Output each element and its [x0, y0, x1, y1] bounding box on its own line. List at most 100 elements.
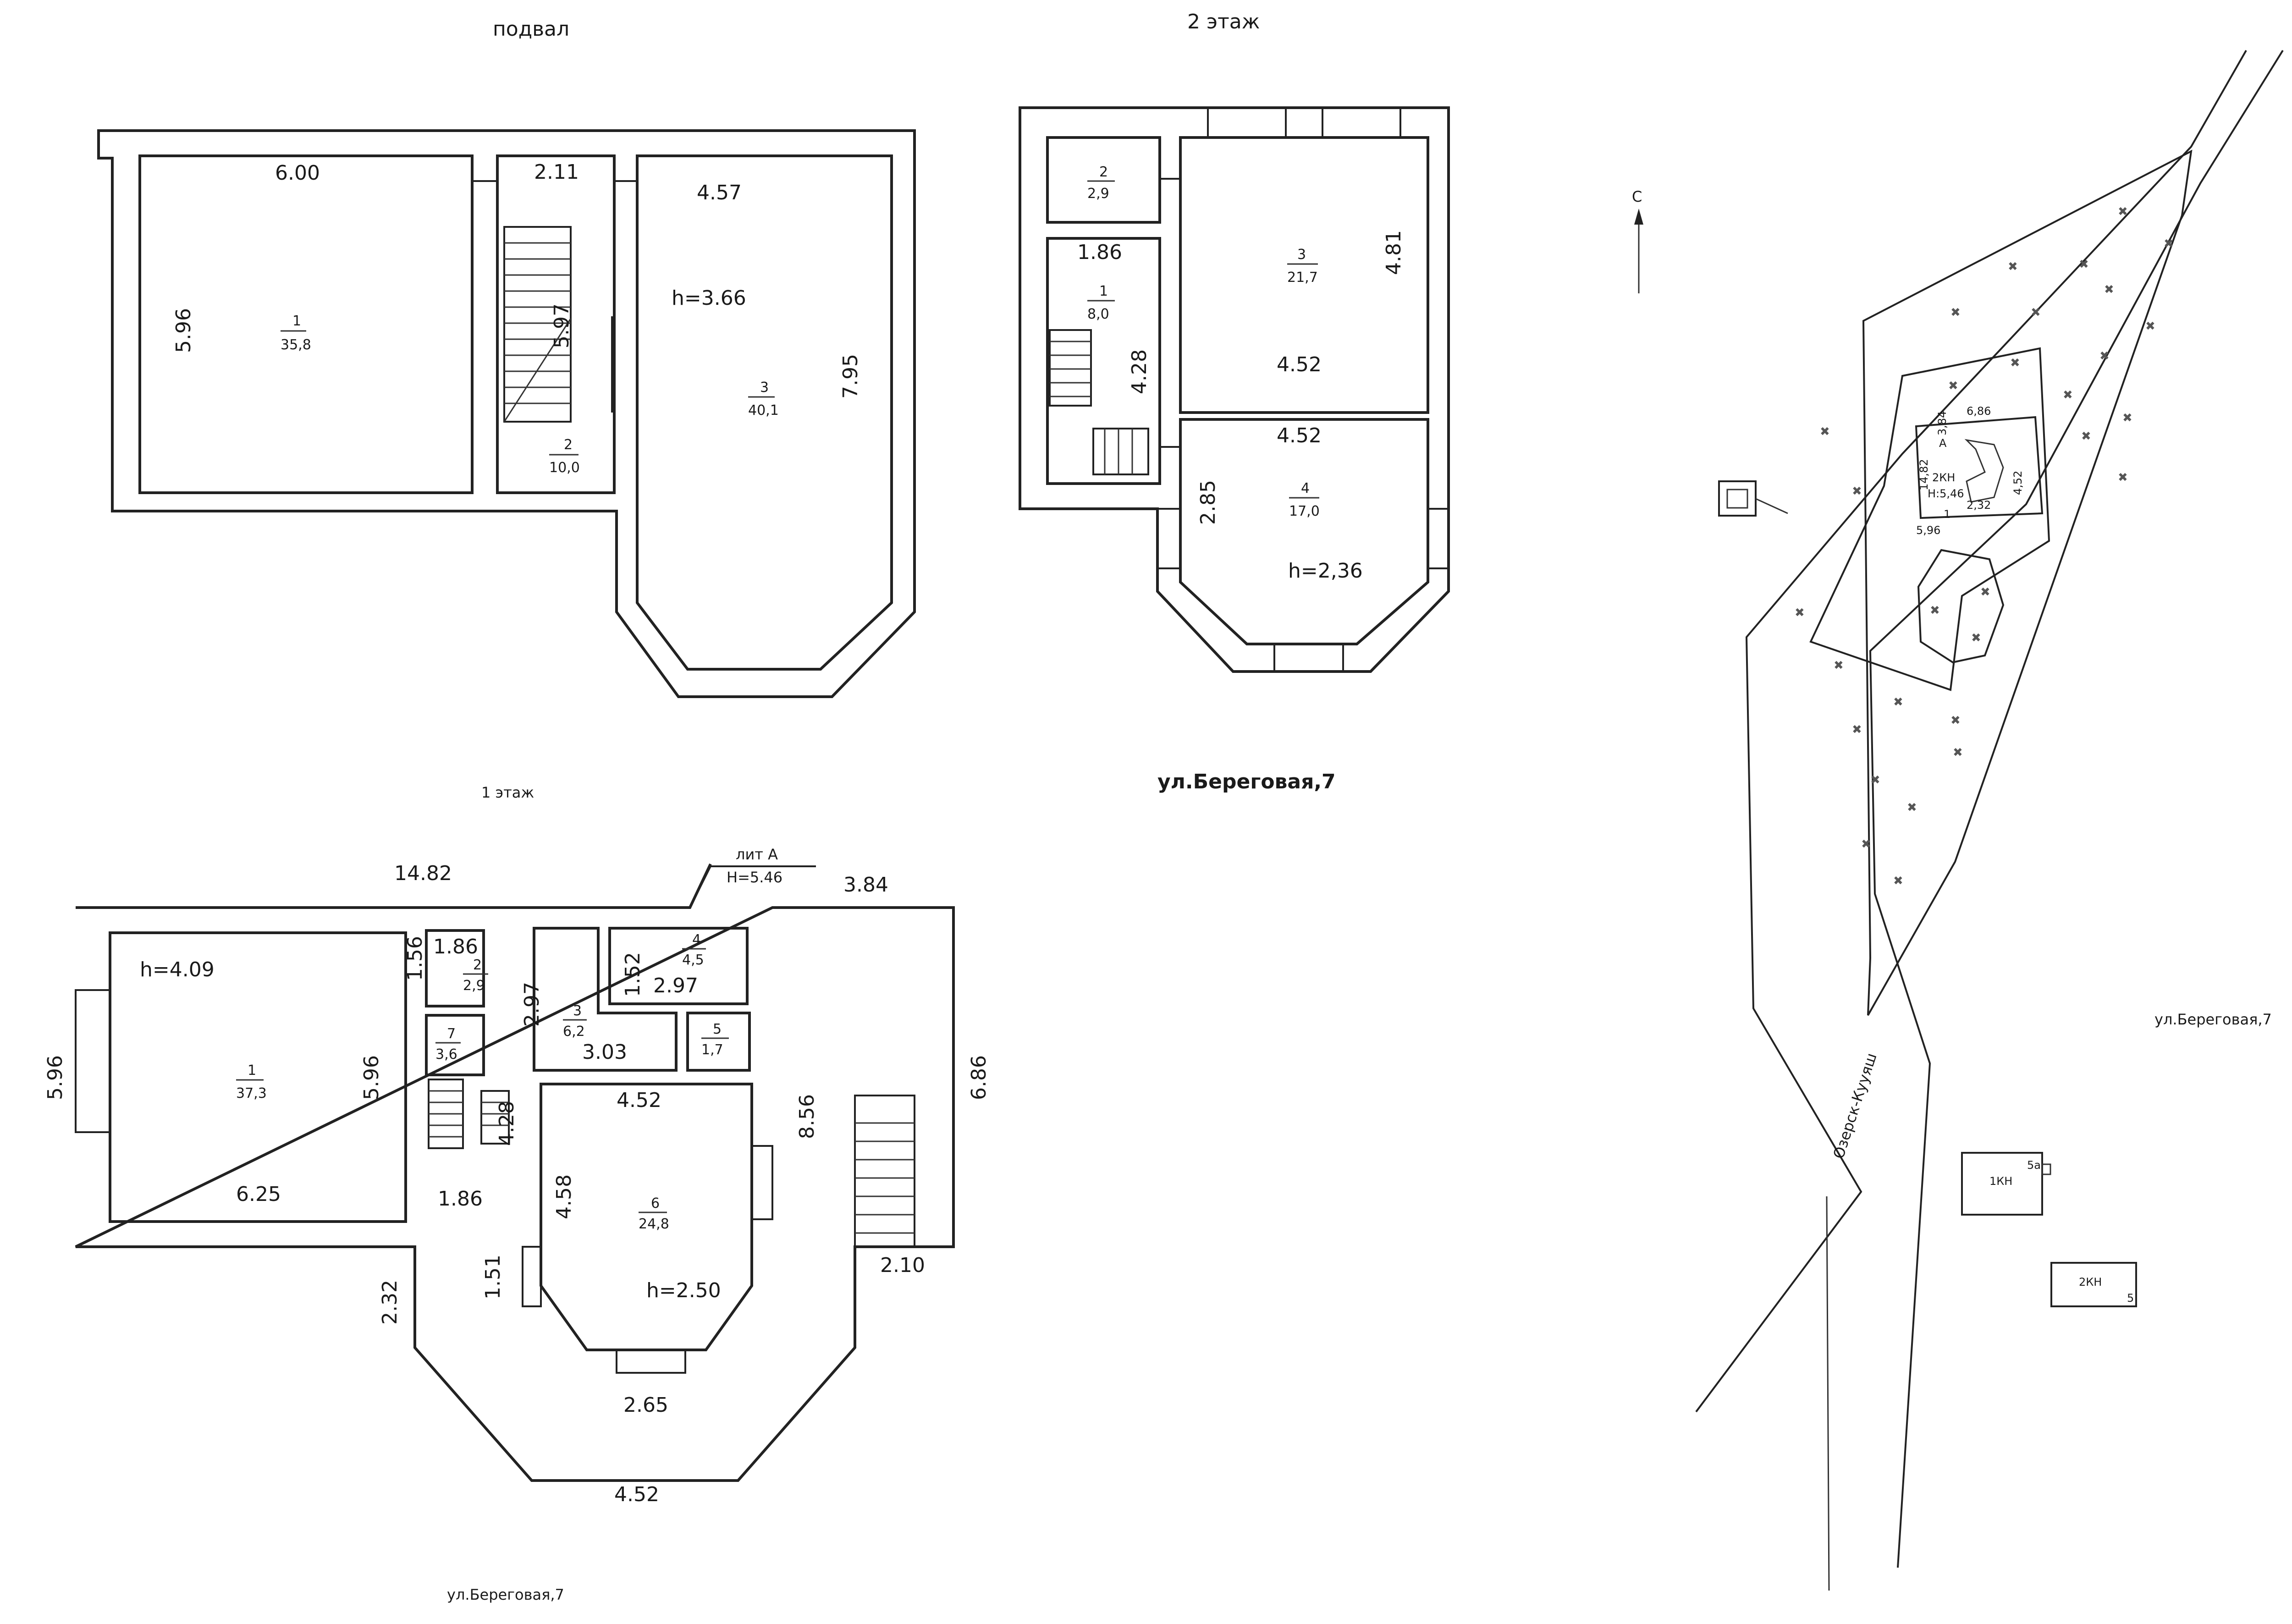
svg-text:1КН: 1КН	[1989, 1175, 2012, 1188]
floor1-room-2-label: 2 2,9	[463, 957, 488, 994]
basement-title: подвал	[493, 17, 569, 41]
road-branch	[1826, 1196, 1830, 1591]
svg-text:40,1: 40,1	[748, 402, 779, 418]
tree-marker: ✖	[1893, 874, 1903, 888]
floor1-room-5-label: 5 1,7	[701, 1021, 729, 1058]
tree-marker: ✖	[1953, 746, 1963, 760]
tree-marker: ✖	[1870, 773, 1880, 787]
floor2-room-3	[1179, 136, 1429, 414]
tree-marker: ✖	[2031, 306, 2041, 319]
floor1-title: 1 этаж	[481, 784, 534, 801]
floor2-dim-452a: 4.52	[1277, 353, 1322, 376]
floor1-room-7	[425, 1014, 485, 1076]
svg-text:3: 3	[573, 1003, 582, 1019]
floor1-dim-625: 6.25	[236, 1183, 281, 1206]
north-arrow: С	[1632, 188, 1643, 293]
gate-building-inner	[1726, 489, 1748, 509]
floor2-room-2-label: 2 2,9	[1087, 164, 1115, 202]
tree-marker: ✖	[2079, 258, 2089, 271]
tree-marker: ✖	[2122, 411, 2132, 425]
svg-text:1: 1	[292, 313, 301, 329]
floor1-dim-265: 2.65	[623, 1393, 668, 1417]
floor1-dim-297b: 2.97	[653, 974, 698, 997]
svg-text:1: 1	[248, 1062, 256, 1079]
basement-plan: подвал 6.00 2.11 4.5	[97, 17, 916, 698]
road-east-edge	[1869, 50, 2284, 1568]
tree-marker: ✖	[2081, 429, 2091, 443]
svg-text:4,5: 4,5	[682, 952, 704, 968]
svg-text:2КН: 2КН	[2079, 1276, 2102, 1288]
svg-text:4: 4	[1301, 480, 1310, 496]
tree-marker: ✖	[1852, 484, 1862, 498]
floor1-dim-210: 2.10	[880, 1254, 925, 1277]
floor2-dim-285: 2.85	[1196, 480, 1220, 525]
floor1-outer-wall	[75, 863, 955, 1482]
floor1-height-1: h=4.09	[140, 958, 215, 981]
basement-room-3	[636, 154, 893, 671]
basement-height: h=3.66	[672, 286, 746, 310]
basement-room-2	[496, 154, 616, 494]
svg-text:5а: 5а	[2027, 1159, 2041, 1172]
garden-area	[1917, 549, 2005, 664]
parcel-boundary	[1862, 149, 2193, 1016]
svg-text:С: С	[1632, 188, 1642, 205]
tree-marker: ✖	[1950, 306, 1961, 319]
house-label: 2КН	[1932, 471, 1955, 484]
floor1-room-5	[686, 1012, 751, 1072]
svg-text:5: 5	[713, 1021, 722, 1037]
floor1-dim-232: 2.32	[378, 1280, 402, 1325]
tree-marker: ✖	[1861, 837, 1871, 851]
floor1-room-3-label: 3 6,2	[563, 1003, 587, 1040]
svg-text:1,7: 1,7	[701, 1042, 723, 1058]
floor1-dim-452b: 4.52	[614, 1483, 659, 1506]
floor1-lit: лит А	[736, 846, 778, 863]
gate-path	[1755, 498, 1788, 514]
floor1-lit-leader	[689, 866, 711, 908]
svg-text:4: 4	[692, 932, 701, 948]
floor1-dim-596a: 5.96	[44, 1055, 67, 1100]
basement-dim-597: 5.97	[550, 303, 573, 348]
tree-marker: ✖	[2118, 205, 2128, 219]
svg-text:6: 6	[651, 1195, 660, 1211]
floor1-H: H=5.46	[727, 869, 782, 886]
svg-text:2: 2	[473, 957, 482, 973]
svg-text:17,0: 17,0	[1289, 503, 1320, 519]
svg-text:2,9: 2,9	[463, 978, 485, 994]
site-address: ул.Береговая,7	[2154, 1011, 2272, 1028]
floor2-dim-452b: 4.52	[1277, 424, 1322, 447]
house-dim-596: 5,96	[1916, 524, 1940, 537]
floor1-dim-1482: 14.82	[394, 862, 452, 885]
floor2-dim-481: 4.81	[1382, 230, 1405, 275]
floor1-room-6-label: 6 24,8	[639, 1195, 669, 1232]
svg-text:24,8: 24,8	[639, 1216, 669, 1232]
basement-stair	[503, 226, 572, 423]
svg-text:2,9: 2,9	[1087, 186, 1109, 202]
floor2-plan: 2 этаж 2	[1019, 10, 1450, 793]
tree-marker: ✖	[2010, 356, 2020, 370]
floor1-room-4-label: 4 4,5	[682, 932, 706, 968]
svg-text:35,8: 35,8	[281, 337, 311, 353]
tree-marker: ✖	[1980, 585, 1990, 599]
floor1-dim-303: 3.03	[582, 1040, 627, 1064]
floor2-outer-wall	[1019, 106, 1450, 673]
floor1-dim-452a: 4.52	[617, 1089, 661, 1112]
svg-text:8,0: 8,0	[1087, 306, 1109, 322]
basement-dim-600: 6.00	[275, 161, 320, 185]
floor2-windows	[1157, 107, 1449, 672]
basement-dim-211: 2.11	[534, 160, 579, 184]
tree-marker: ✖	[1930, 604, 1940, 617]
house-dim-232: 2,32	[1967, 499, 1991, 512]
floor1-room-3	[533, 927, 678, 1072]
gate-building	[1718, 480, 1757, 517]
basement-dim-596: 5.96	[172, 308, 195, 353]
tree-marker: ✖	[1950, 714, 1961, 727]
tree-marker: ✖	[2164, 237, 2174, 251]
floor1-dim-152: 1.52	[621, 952, 645, 997]
floor1-dim-428: 4.28	[495, 1101, 518, 1146]
house-lit: А	[1939, 437, 1947, 450]
svg-text:10,0: 10,0	[549, 460, 580, 476]
floor1-dim-458: 4.58	[552, 1174, 576, 1219]
floor1-room-7-label: 7 3,6	[435, 1026, 461, 1062]
house-bay	[1964, 439, 2004, 503]
